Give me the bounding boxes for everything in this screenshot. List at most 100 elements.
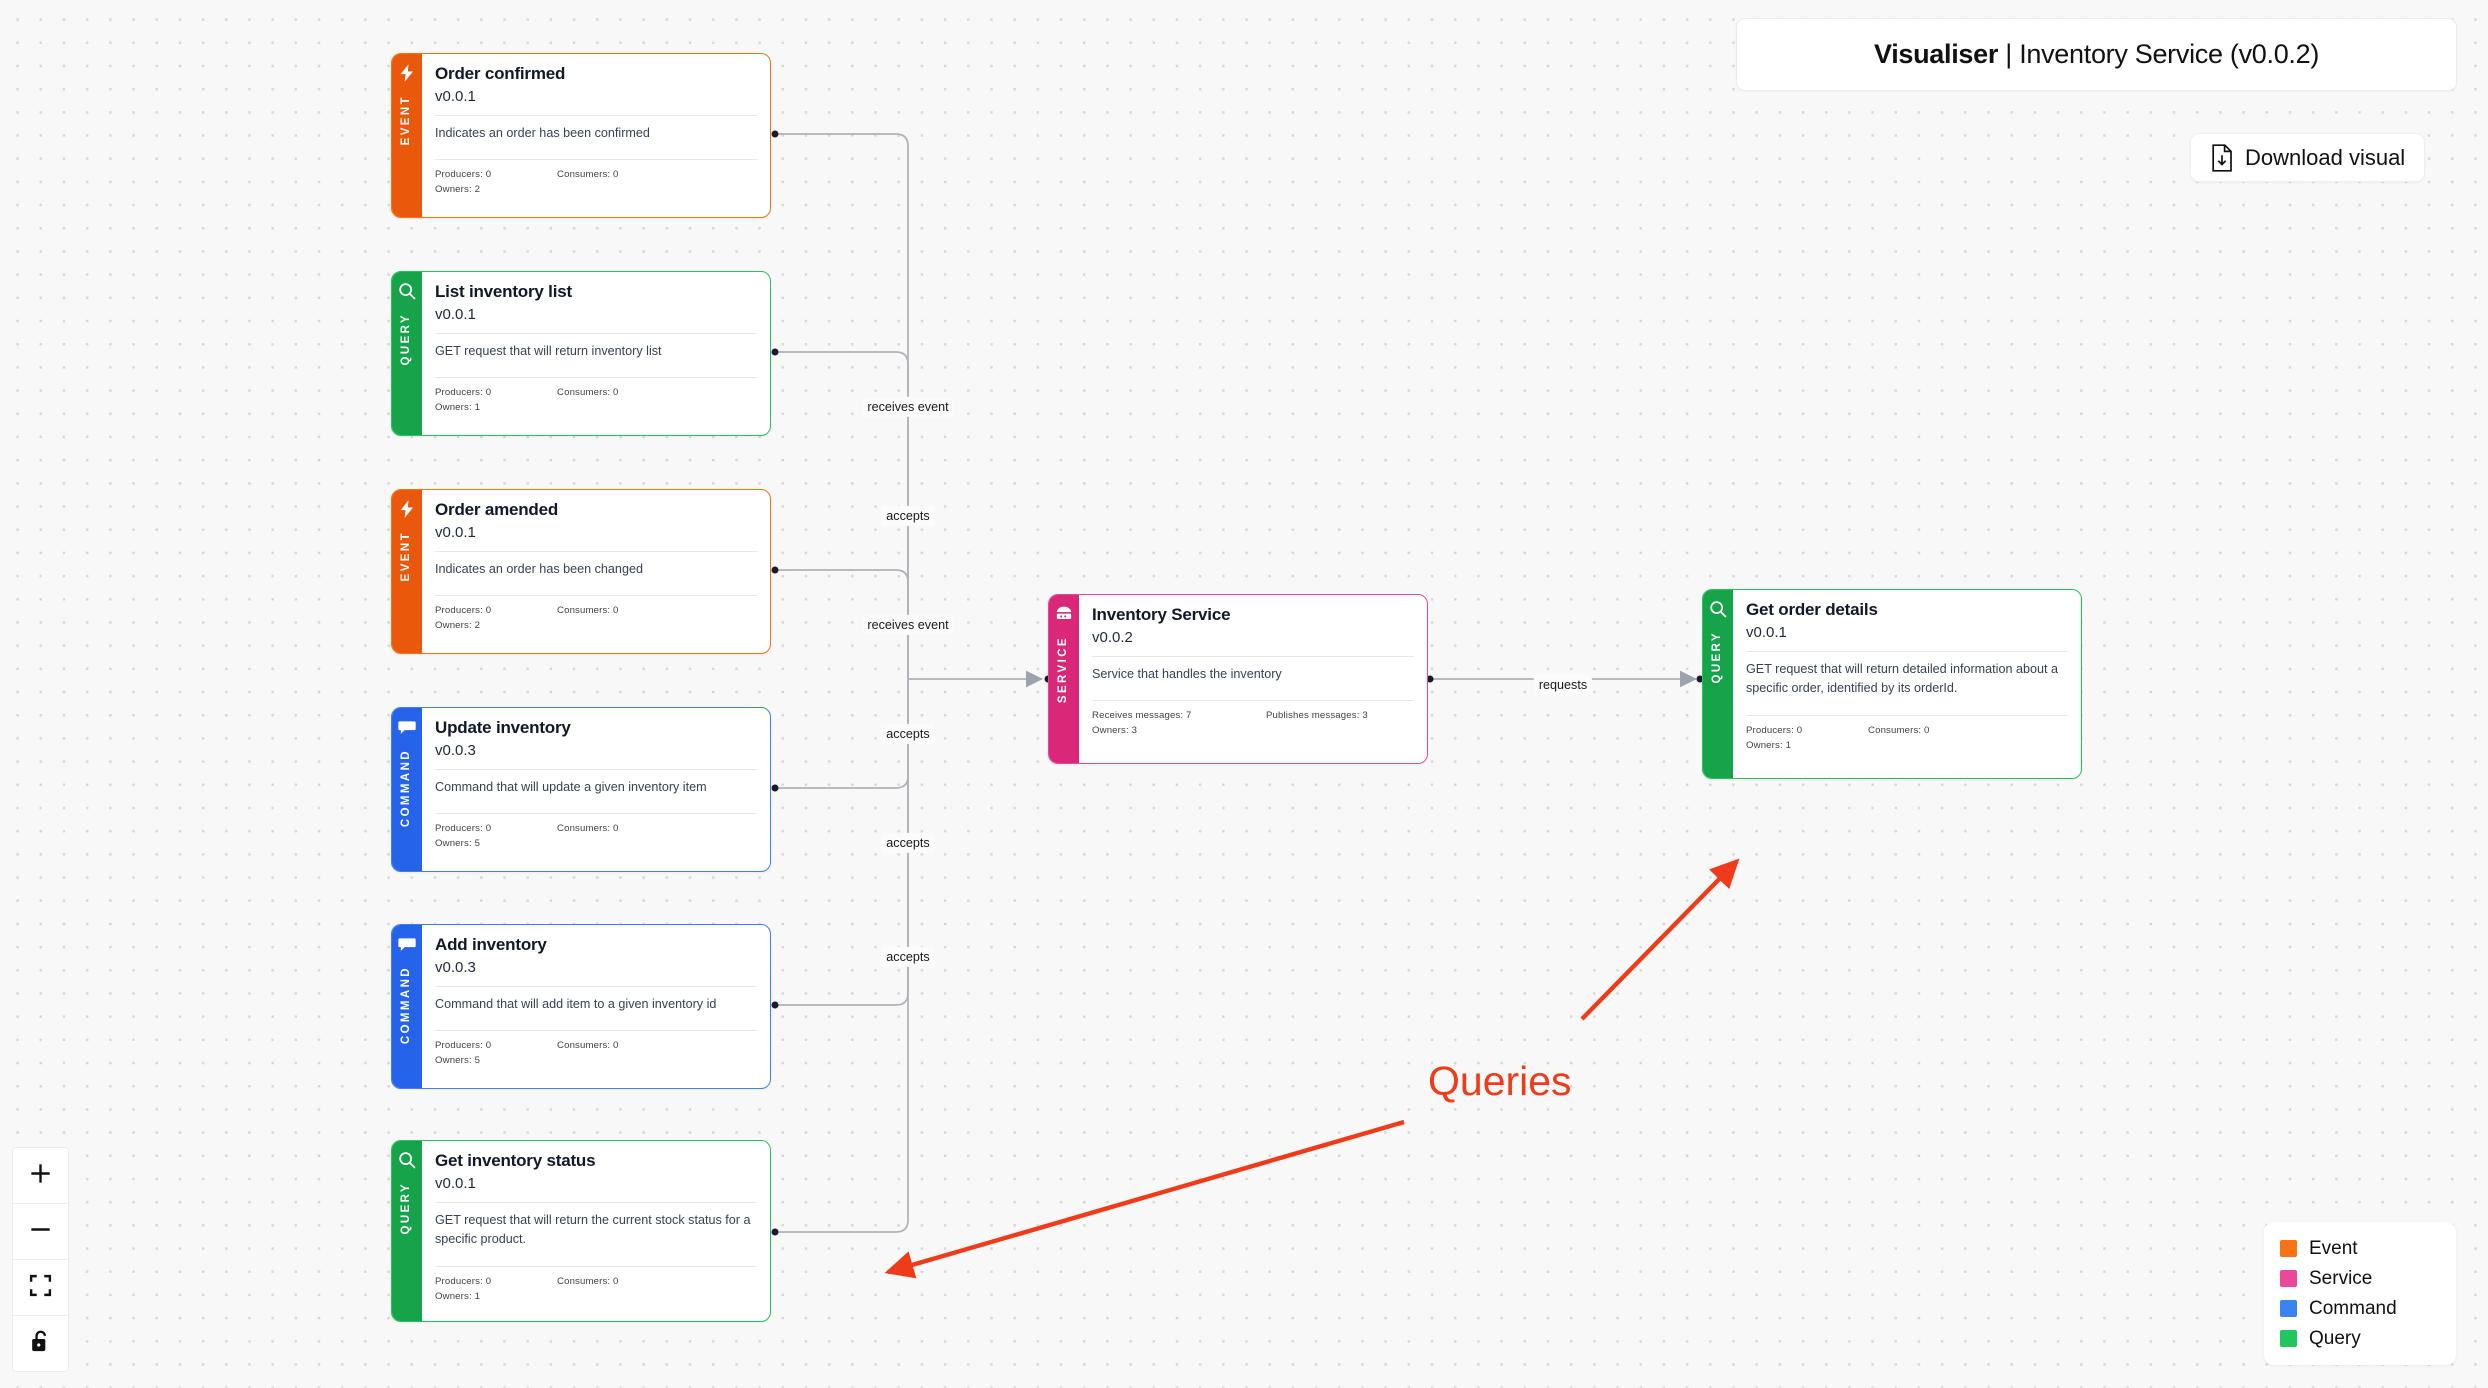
download-visual-button[interactable]: Download visual bbox=[2190, 133, 2426, 182]
port-get-order-details-in[interactable] bbox=[1696, 675, 1704, 683]
node-rail-event: EVENT bbox=[392, 54, 422, 217]
legend-item-service[interactable]: Service bbox=[2280, 1263, 2440, 1293]
port-inventory-service-out[interactable] bbox=[1426, 675, 1434, 683]
unlocked-padlock-icon bbox=[29, 1329, 52, 1359]
node-kind-label: QUERY bbox=[1711, 631, 1724, 684]
port-order-amended[interactable] bbox=[771, 566, 779, 574]
node-description: GET request that will return detailed in… bbox=[1746, 661, 2058, 696]
magnifier-icon bbox=[1708, 599, 1728, 631]
legend-item-event[interactable]: Event bbox=[2280, 1233, 2440, 1263]
lightning-bolt-icon bbox=[397, 499, 417, 531]
node-stat-owners: Owners: 1 bbox=[1746, 739, 1792, 751]
fit-view-button[interactable] bbox=[13, 1260, 68, 1316]
node-stats-row: Owners: 5 bbox=[435, 837, 757, 852]
node-stat-owners: Owners: 2 bbox=[435, 620, 481, 632]
lightning-bolt-icon bbox=[397, 63, 417, 95]
divider bbox=[435, 550, 757, 552]
divider bbox=[1746, 650, 2068, 652]
edge-label-order-amended-edge: receives event bbox=[862, 614, 954, 636]
node-stats-row: Owners: 1 bbox=[435, 1290, 757, 1305]
lock-toggle-button[interactable] bbox=[13, 1316, 68, 1371]
port-list-inventory-list[interactable] bbox=[771, 348, 779, 356]
annotation-queries-label: Queries bbox=[1428, 1058, 1572, 1104]
node-stat-secondary: Consumers: 0 bbox=[557, 605, 619, 617]
node-title: Get order details bbox=[1746, 600, 1878, 619]
node-kind-label: SERVICE bbox=[1057, 636, 1070, 704]
page-title-strong: Visualiser bbox=[1873, 39, 1999, 69]
node-stat-secondary: Consumers: 0 bbox=[557, 823, 619, 835]
divider bbox=[435, 985, 757, 987]
node-description: Indicates an order has been changed bbox=[435, 561, 643, 576]
node-stat-primary: Producers: 0 bbox=[435, 823, 492, 835]
port-update-inventory[interactable] bbox=[771, 784, 779, 792]
node-version: v0.0.2 bbox=[1092, 629, 1133, 647]
node-stats-row: Producers: 0 Consumers: 0 bbox=[435, 386, 757, 401]
node-stat-owners: Owners: 3 bbox=[1092, 725, 1138, 737]
divider bbox=[435, 595, 757, 597]
node-description: GET request that will return inventory l… bbox=[435, 343, 662, 358]
node-title: Update inventory bbox=[435, 718, 571, 737]
divider bbox=[435, 768, 757, 770]
node-stat-primary: Producers: 0 bbox=[435, 387, 492, 399]
legend-item-command[interactable]: Command bbox=[2280, 1293, 2440, 1323]
node-stats-row: Owners: 3 bbox=[1092, 724, 1414, 739]
node-stat-owners: Owners: 1 bbox=[435, 402, 481, 414]
node-stat-secondary: Publishes messages: 3 bbox=[1266, 710, 1368, 722]
node-stats-row: Owners: 1 bbox=[1746, 739, 2068, 754]
node-rail-command: COMMAND bbox=[392, 708, 422, 871]
node-kind-label: COMMAND bbox=[400, 966, 413, 1045]
node-description: Service that handles the inventory bbox=[1092, 666, 1282, 681]
legend-label: Service bbox=[2309, 1267, 2373, 1289]
edge-label-get-inventory-status-edge: accepts bbox=[881, 946, 935, 968]
node-title: Get inventory status bbox=[435, 1151, 596, 1170]
node-stat-primary: Producers: 0 bbox=[1746, 724, 1803, 736]
port-add-inventory[interactable] bbox=[771, 1001, 779, 1009]
node-version: v0.0.1 bbox=[435, 88, 476, 106]
server-icon bbox=[1054, 604, 1074, 636]
port-order-confirmed[interactable] bbox=[771, 130, 779, 138]
legend-item-query[interactable]: Query bbox=[2280, 1323, 2440, 1353]
plus-icon bbox=[28, 1161, 53, 1191]
node-kind-label: EVENT bbox=[400, 531, 413, 582]
node-title: Order amended bbox=[435, 500, 559, 519]
zoom-out-button[interactable] bbox=[13, 1204, 68, 1260]
legend-swatch bbox=[2280, 1239, 2297, 1257]
node-stats-row: Producers: 0 Consumers: 0 bbox=[435, 822, 757, 837]
fit-screen-icon bbox=[28, 1273, 53, 1303]
zoom-in-button[interactable] bbox=[13, 1148, 68, 1204]
node-title: Inventory Service bbox=[1092, 605, 1231, 624]
minus-icon bbox=[28, 1217, 53, 1247]
node-rail-query: QUERY bbox=[392, 272, 422, 435]
magnifier-icon bbox=[397, 1150, 417, 1182]
port-get-inventory-status[interactable] bbox=[771, 1228, 779, 1236]
speech-bubble-icon bbox=[397, 934, 417, 966]
node-title: Order confirmed bbox=[435, 64, 566, 83]
node-stat-secondary: Consumers: 0 bbox=[557, 387, 619, 399]
divider bbox=[1746, 714, 2068, 716]
zoom-controls-panel[interactable] bbox=[13, 1148, 68, 1371]
download-visual-label: Download visual bbox=[2245, 144, 2406, 170]
node-rail-command: COMMAND bbox=[392, 925, 422, 1088]
node-rail-query: QUERY bbox=[1703, 590, 1733, 778]
node-version: v0.0.1 bbox=[1746, 624, 1787, 642]
